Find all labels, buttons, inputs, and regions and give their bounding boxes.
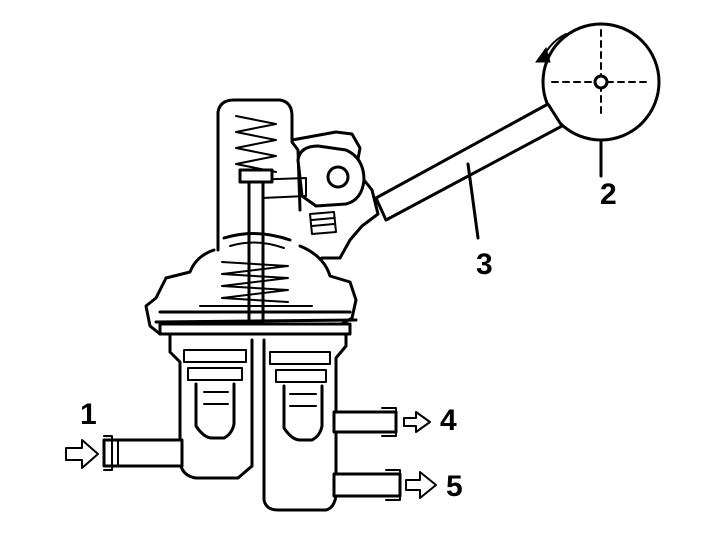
diaphragm-chamber <box>144 231 358 336</box>
rotation-arrow-icon <box>535 33 567 63</box>
inlet-flow-arrow-icon <box>65 439 99 469</box>
callout-outlet-lower: 5 <box>446 470 463 503</box>
outlet-pipe-lower <box>332 469 402 501</box>
callout-outlet-upper: 4 <box>440 404 457 437</box>
pull-rod <box>238 168 274 324</box>
leader-line-lever <box>466 162 480 240</box>
outlet-flow-arrow-icon <box>403 411 431 433</box>
upper-housing <box>216 98 380 260</box>
inlet-pipe <box>102 435 184 471</box>
outlet-flow-arrow-icon <box>405 471 437 499</box>
callout-lever: 3 <box>476 248 493 281</box>
callout-inlet: 1 <box>80 398 97 431</box>
rocker-lever <box>374 102 564 222</box>
cam-wheel <box>541 22 661 142</box>
callout-cam: 2 <box>600 178 617 211</box>
valve-body <box>168 332 348 512</box>
outlet-pipe-upper <box>332 407 398 437</box>
